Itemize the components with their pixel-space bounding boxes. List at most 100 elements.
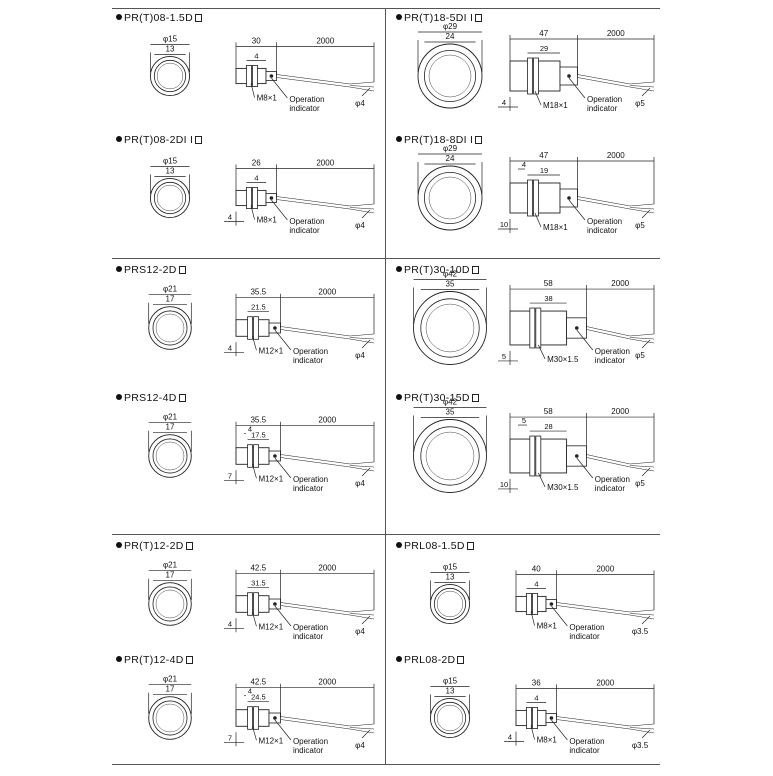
- model-title: PRS12-4D: [116, 392, 186, 404]
- inner-diameter-label: 24: [446, 32, 455, 41]
- cable-dia-leader: [641, 729, 651, 739]
- nut-2: [253, 444, 259, 468]
- indicator-leader: [576, 457, 594, 479]
- thread-length-label: 31.5: [251, 579, 266, 588]
- nut-2: [532, 707, 538, 730]
- total-length-label: 47: [539, 29, 548, 38]
- total-length-label: 58: [544, 407, 553, 416]
- cable-line: [556, 602, 631, 613]
- cable-length-label: 2000: [316, 158, 334, 167]
- cable-line: [276, 196, 351, 207]
- operation-label: Operation: [293, 737, 328, 746]
- model-title: PRS12-2D: [116, 264, 186, 276]
- cable-diameter-label: φ4: [355, 99, 365, 108]
- cable-line: [556, 719, 631, 730]
- cable-line: [577, 199, 631, 210]
- front-inner-circle: [420, 426, 480, 486]
- wire-1: [629, 333, 655, 337]
- extra-length-label: 4: [508, 733, 512, 742]
- led-indicator-icon: [549, 716, 554, 720]
- wire-3: [349, 466, 375, 472]
- wire-1: [629, 723, 655, 727]
- bullet-icon: [116, 656, 122, 662]
- wire-1: [349, 81, 375, 85]
- checkbox-square-icon: [178, 394, 186, 402]
- front-face-circle: [436, 590, 464, 618]
- inner-diameter-label: 35: [446, 280, 455, 289]
- cable-dia-leader: [361, 467, 371, 477]
- operation-label: Operation: [289, 95, 324, 104]
- checkbox-square-icon: [178, 266, 186, 274]
- front-face-circle: [155, 703, 185, 733]
- indicator-label: indicator: [293, 356, 324, 365]
- cable-line: [280, 457, 351, 468]
- model-title: PR(T)30-15D: [396, 392, 479, 404]
- led-indicator-icon: [273, 454, 277, 458]
- model-name: PR(T)12-4D: [124, 654, 184, 666]
- wire-1: [629, 609, 655, 613]
- nut-1: [527, 57, 533, 95]
- thread-leader: [250, 83, 255, 98]
- total-length-label: 35.5: [250, 288, 266, 297]
- cable-length-label: 2000: [596, 678, 614, 687]
- thread-leader: [534, 212, 542, 228]
- wire-1: [349, 461, 375, 465]
- bullet-icon: [116, 542, 122, 548]
- nut-1: [526, 593, 532, 616]
- wire-3: [349, 86, 375, 92]
- thread-spec-label: M12×1: [258, 474, 283, 483]
- nut-2: [253, 592, 259, 616]
- wire-1: [349, 609, 375, 613]
- indicator-leader: [271, 77, 288, 99]
- front-outer-circle: [413, 419, 487, 493]
- model-title: PR(T)12-2D: [116, 540, 193, 552]
- front-face-circle: [436, 704, 464, 732]
- cable-diameter-label: φ5: [635, 351, 645, 360]
- model-name: PR(T)08-1.5D: [124, 12, 193, 24]
- total-length-label: 30: [252, 36, 261, 45]
- operation-label: Operation: [569, 623, 604, 632]
- cable-line: [577, 77, 631, 88]
- nut-1: [247, 444, 253, 468]
- led-indicator-icon: [273, 716, 277, 720]
- inner-diameter-label: 17: [166, 571, 175, 580]
- cable-diameter-label: φ5: [635, 221, 645, 230]
- wire-3: [349, 614, 375, 620]
- outer-diameter-label: φ21: [163, 675, 178, 684]
- thread-length-label: 28: [544, 422, 552, 431]
- front-inner-circle: [433, 701, 467, 735]
- inner-diameter-label: 13: [166, 44, 175, 53]
- thread-spec-label: M8×1: [257, 216, 278, 225]
- outer-diameter-label: φ21: [163, 561, 178, 570]
- led-indicator-icon: [273, 326, 277, 330]
- indicator-leader: [576, 329, 594, 351]
- thread-leader: [252, 336, 257, 351]
- cable-line: [586, 326, 631, 337]
- cable-dia-leader: [641, 339, 651, 349]
- thread-leader: [252, 612, 257, 627]
- outer-diameter-label: φ29: [443, 144, 458, 153]
- extra2-length-label: 4: [522, 160, 526, 169]
- operation-label: Operation: [293, 475, 328, 484]
- front-outer-circle: [148, 582, 192, 626]
- cable-diameter-label: φ4: [355, 351, 365, 360]
- wire-3: [349, 338, 375, 344]
- cable-diameter-label: φ4: [355, 221, 365, 230]
- wire-3: [629, 614, 655, 620]
- column-divider: [385, 8, 386, 764]
- led-indicator-icon: [567, 196, 571, 200]
- indicator-label: indicator: [569, 746, 600, 755]
- extra-length-label: 4: [228, 343, 232, 352]
- thread-leader: [534, 90, 542, 106]
- extra2-length-label: 5: [522, 416, 526, 425]
- wire-1: [629, 203, 655, 207]
- thread-length-label: 4: [534, 579, 538, 588]
- cable-dia-leader: [361, 729, 371, 739]
